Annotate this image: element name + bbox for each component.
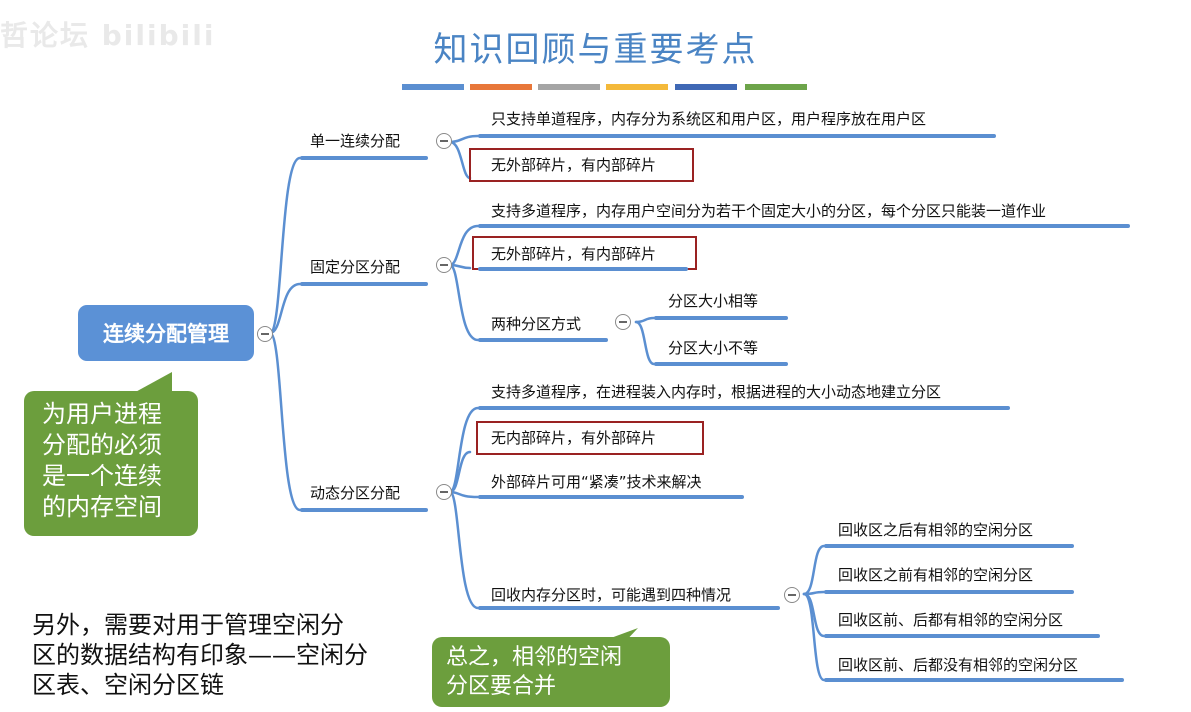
highlight-box <box>476 421 704 455</box>
underline <box>478 338 608 342</box>
callout-line: 为用户进程 <box>42 400 162 428</box>
callout-line: 是一个连续 <box>42 462 162 490</box>
collapse-icon[interactable] <box>436 133 452 149</box>
collapse-icon[interactable] <box>784 587 800 603</box>
collapse-icon[interactable] <box>615 314 631 330</box>
dynamic-item: 支持多道程序，在进程装入内存时，根据进程的大小动态地建立分区 <box>491 383 942 401</box>
underline <box>824 590 1074 594</box>
dynamic-item: 无内部碎片，有外部碎片 <box>491 429 657 447</box>
note-line: 区表、空闲分区链 <box>32 671 224 699</box>
single-item: 无外部碎片，有内部碎片 <box>491 156 657 174</box>
underline <box>478 224 1130 228</box>
branch-single-label[interactable]: 单一连续分配 <box>310 132 401 150</box>
underline <box>300 156 428 160</box>
underline <box>300 282 428 286</box>
color-bar <box>538 84 600 90</box>
underline <box>478 606 780 610</box>
branch-fixed-label[interactable]: 固定分区分配 <box>310 258 401 276</box>
callout-line: 分配的必须 <box>42 431 162 459</box>
dynamic-case: 回收区前、后都没有相邻的空闲分区 <box>838 656 1079 674</box>
collapse-icon[interactable] <box>436 257 452 273</box>
callout-line: 的内存空间 <box>42 493 162 521</box>
underline <box>300 508 428 512</box>
callout-bottom: 总之，相邻的空闲 分区要合并 <box>432 637 670 707</box>
dynamic-item: 外部碎片可用“紧凑”技术来解决 <box>491 473 702 491</box>
watermark: 哲论坛 bilibili <box>0 19 216 52</box>
page-title: 知识回顾与重要考点 <box>433 30 758 70</box>
underline <box>824 634 1100 638</box>
dynamic-item: 回收内存分区时，可能遇到四种情况 <box>491 586 732 604</box>
dynamic-case: 回收区之后有相邻的空闲分区 <box>838 521 1034 539</box>
note-line: 另外，需要对用于管理空闲分 <box>32 611 344 639</box>
color-bar <box>606 84 668 90</box>
color-bar <box>675 84 737 90</box>
single-item: 只支持单道程序，内存分为系统区和用户区，用户程序放在用户区 <box>491 110 927 128</box>
branch-dynamic-label[interactable]: 动态分区分配 <box>310 484 401 502</box>
dynamic-case: 回收区前、后都有相邻的空闲分区 <box>838 611 1064 629</box>
fixed-item: 支持多道程序，内存用户空间分为若干个固定大小的分区，每个分区只能装一道作业 <box>491 202 1047 220</box>
dynamic-case: 回收区之前有相邻的空闲分区 <box>838 566 1034 584</box>
highlight-box <box>469 148 694 182</box>
underline <box>824 678 1124 682</box>
note-line: 区的数据结构有印象——空闲分 <box>32 641 368 669</box>
fixed-item: 无外部碎片，有内部碎片 <box>491 245 657 263</box>
color-bar <box>745 84 807 90</box>
callout-left: 为用户进程 分配的必须 是一个连续 的内存空间 <box>24 391 198 536</box>
underline <box>824 544 1074 548</box>
underline <box>654 362 788 366</box>
note-text: 另外，需要对用于管理空闲分 区的数据结构有印象——空闲分 区表、空闲分区链 <box>32 610 368 700</box>
fixed-mode: 分区大小相等 <box>668 292 759 310</box>
fixed-mode: 分区大小不等 <box>668 339 759 357</box>
root-node[interactable]: 连续分配管理 <box>78 305 254 361</box>
collapse-icon[interactable] <box>257 326 273 342</box>
underline <box>478 267 688 271</box>
collapse-icon[interactable] <box>436 484 452 500</box>
underline <box>654 316 788 320</box>
color-bar <box>402 84 464 90</box>
underline <box>478 406 1010 410</box>
underline <box>478 495 744 499</box>
callout-line: 分区要合并 <box>446 674 557 699</box>
color-bar <box>470 84 532 90</box>
callout-line: 总之，相邻的空闲 <box>446 645 623 670</box>
underline <box>478 134 996 138</box>
fixed-item: 两种分区方式 <box>491 315 582 333</box>
